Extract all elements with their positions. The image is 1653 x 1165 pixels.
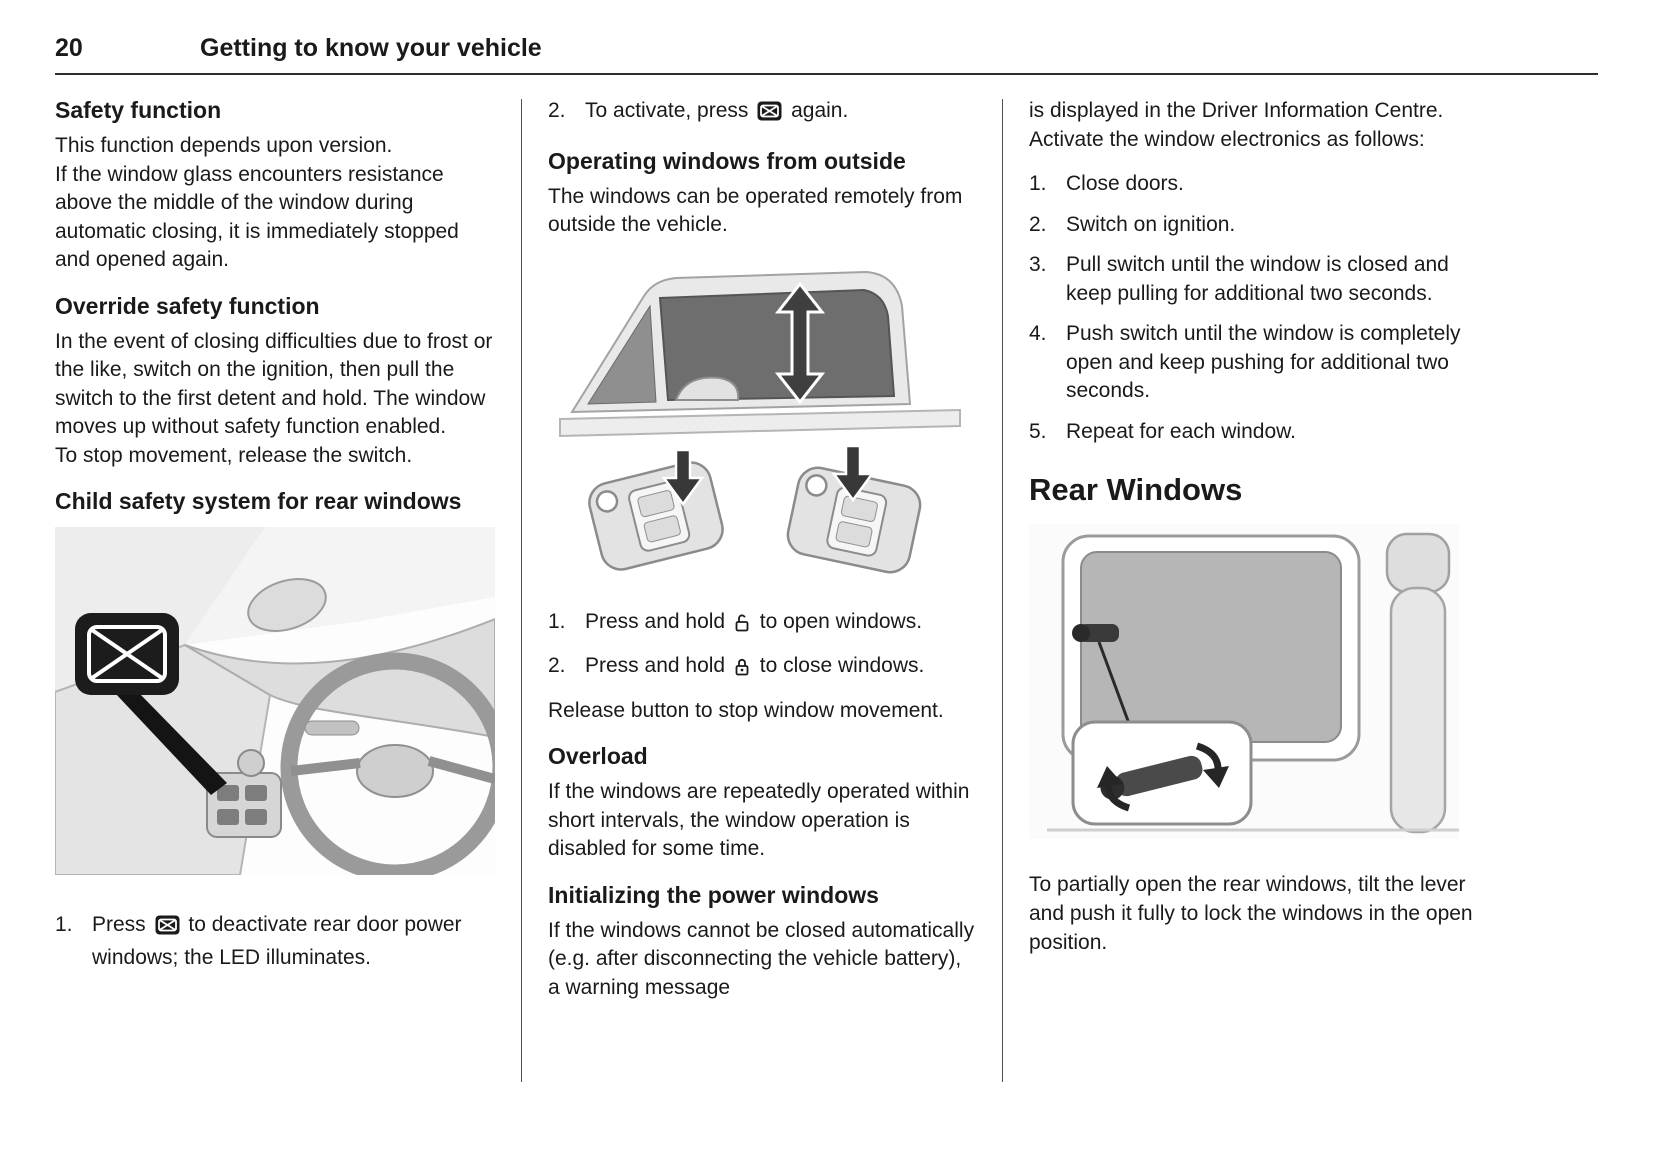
heading-initializing: Initializing the power windows <box>548 881 879 908</box>
text-fragment: Press and hold <box>585 609 726 633</box>
list-text: Switch on ignition. <box>1066 212 1236 236</box>
list-text: Press to deactivate rear door power wind… <box>92 911 495 972</box>
paragraph-overload: If the windows are repeatedly operated w… <box>548 780 970 861</box>
paragraph-line: This function depends upon version. <box>55 134 393 157</box>
list-number: 3. <box>1029 253 1047 277</box>
paragraph-initializing: If the windows cannot be closed automati… <box>548 918 975 1000</box>
list-item-step: 5. Repeat for each window. <box>1029 418 1481 447</box>
text-fragment: to open windows. <box>759 609 923 633</box>
column-right: is displayed in the Driver Information C… <box>1029 97 1481 1082</box>
heading-rear-windows: Rear Windows <box>1029 472 1243 508</box>
paragraph-line: If the window glass encounters resistanc… <box>55 162 459 272</box>
column-left: Safety function This function depends up… <box>54 97 510 1082</box>
heading-operating-outside: Operating windows from outside <box>548 147 906 174</box>
list-text: Pull switch until the window is closed a… <box>1066 253 1449 305</box>
figure-child-safety <box>54 527 510 882</box>
list-number: 1. <box>548 609 566 633</box>
initialization-steps: 1. Close doors. 2. Switch on ignition. 3… <box>1029 170 1481 446</box>
list-item-close-windows: 2. Press and hold to close windows. <box>548 652 976 685</box>
paragraph-line: In the event of closing difficulties due… <box>55 329 493 439</box>
list-text: Push switch until the window is complete… <box>1066 322 1461 403</box>
list-number: 2. <box>1029 212 1047 236</box>
list-item-open-windows: 1. Press and hold to open windows. <box>548 608 976 641</box>
column-divider <box>1002 99 1003 1082</box>
list-item-step: 3. Pull switch until the window is close… <box>1029 251 1481 308</box>
list-item-step: 4. Push switch until the window is compl… <box>1029 320 1481 406</box>
paragraph-rear-windows: To partially open the rear windows, tilt… <box>1029 873 1473 954</box>
remote-operation-illustration <box>559 270 961 574</box>
column-middle: 2. To activate, press again. Operating w <box>548 97 976 1082</box>
heading-safety-function: Safety function <box>55 97 222 123</box>
page-header: 20 Getting to know your vehicle <box>55 34 1598 75</box>
paragraph-release: Release button to stop window movement. <box>548 698 944 722</box>
list-item-step: 2. Switch on ignition. <box>1029 211 1481 240</box>
list-text: Press and hold to open windows. <box>585 608 976 641</box>
list-text: To activate, press again. <box>585 97 976 130</box>
page-number: 20 <box>55 34 83 62</box>
lock-icon <box>734 656 751 685</box>
rear-window-deactivate-icon <box>155 915 180 944</box>
child-safety-illustration <box>54 527 510 882</box>
paragraph-override: In the event of closing difficulties due… <box>55 328 495 471</box>
list-item-activate: 2. To activate, press again. <box>548 97 976 130</box>
list-number: 5. <box>1029 419 1047 443</box>
list-number: 1. <box>55 913 73 937</box>
list-text: Press and hold to close windows. <box>585 652 976 685</box>
text-fragment: again. <box>791 99 849 122</box>
list-text: Close doors. <box>1066 172 1184 196</box>
list-text: Repeat for each window. <box>1066 419 1296 443</box>
paragraph-line: To stop movement, release the switch. <box>55 443 413 467</box>
content-columns: Safety function This function depends up… <box>54 97 1598 1082</box>
column-divider <box>521 99 522 1082</box>
paragraph-continuation: is displayed in the Driver Information C… <box>1029 97 1481 154</box>
paragraph-safety: This function depends upon version. If t… <box>55 132 495 275</box>
list-number: 2. <box>548 654 566 678</box>
chapter-title: Getting to know your vehicle <box>200 34 542 62</box>
heading-override-safety: Override safety function <box>55 292 320 319</box>
list-number: 4. <box>1029 322 1047 346</box>
list-number: 1. <box>1029 172 1047 196</box>
text-fragment: to close windows. <box>759 654 925 678</box>
text-fragment: To activate, press <box>585 99 749 122</box>
rear-window-illustration <box>1029 524 1459 840</box>
text-fragment: to deactivate rear door power windows; t… <box>92 913 462 970</box>
unlock-icon <box>734 612 751 641</box>
text-fragment: Press <box>92 913 146 937</box>
heading-overload: Overload <box>548 743 648 770</box>
paragraph-outside: The windows can be operated remotely fro… <box>548 184 963 237</box>
figure-rear-window <box>1029 524 1481 840</box>
text-fragment: Press and hold <box>585 654 726 678</box>
list-number: 2. <box>548 99 566 122</box>
paragraph-line: is displayed in the Driver Information C… <box>1029 99 1444 122</box>
figure-remote-operation <box>548 254 976 586</box>
heading-child-safety: Child safety system for rear windows <box>55 488 462 515</box>
paragraph-line: Activate the window electronics as follo… <box>1029 127 1425 151</box>
list-item-deactivate: 1. Press to deactivate rear door power w… <box>55 911 495 972</box>
rear-window-deactivate-icon <box>757 101 782 130</box>
list-item-step: 1. Close doors. <box>1029 170 1481 199</box>
